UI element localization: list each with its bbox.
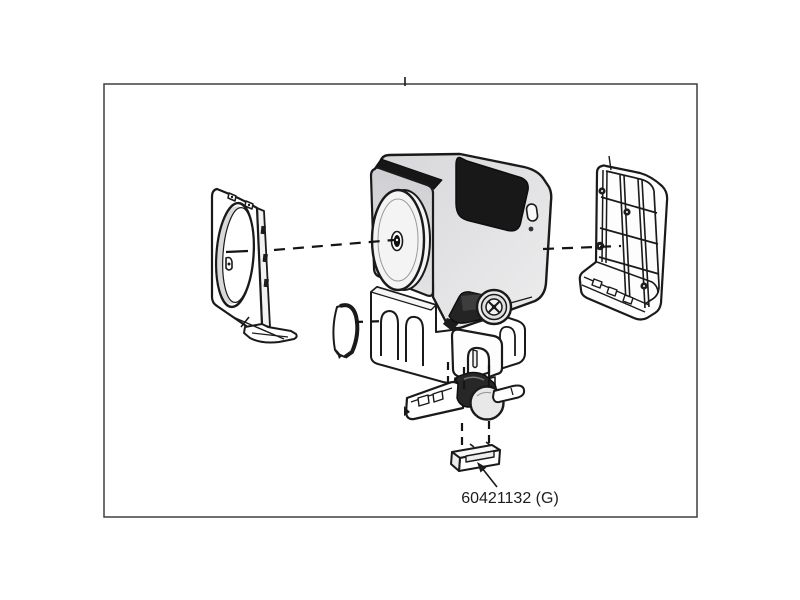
diaphragm-disc [370, 188, 431, 292]
cover-cap [332, 303, 360, 359]
housing-valve [443, 288, 513, 331]
housing-handle-recess [455, 156, 529, 232]
lever-hook [492, 384, 526, 404]
grille-clip-knobs [595, 187, 648, 290]
assembly-dashed-lines [225, 238, 622, 447]
rear-grille-panel [578, 164, 669, 321]
pump-housing [369, 152, 553, 331]
part-label-arrow [477, 462, 498, 488]
part-number-label: 60421132 (G) [461, 490, 559, 507]
leader-marks [232, 155, 612, 340]
side-slot [525, 203, 539, 232]
housing-base [370, 286, 526, 389]
valve-lever-assembly [404, 371, 526, 421]
bottom-cap [450, 441, 501, 472]
left-bracket-plate [210, 187, 298, 344]
